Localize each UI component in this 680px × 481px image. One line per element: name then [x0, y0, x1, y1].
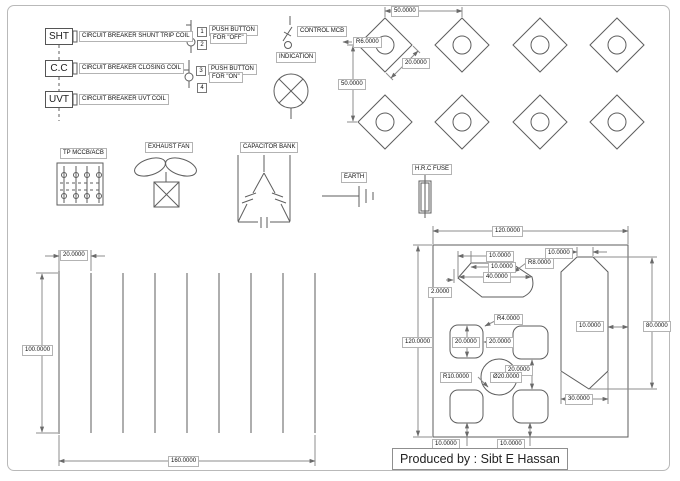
dim-pocket-size: 20.0000 — [452, 337, 480, 348]
earth-symbol — [322, 186, 374, 207]
hexagon-pocket — [457, 262, 534, 298]
uvt-abbr-box: UVT — [45, 91, 73, 108]
push-button-on-symbol — [183, 60, 194, 88]
dim-diamond-pitch-h: 50.0000 — [391, 6, 419, 17]
indication-lamp-symbol — [273, 73, 309, 119]
comb-lines — [58, 271, 316, 434]
terminal-1: 1 — [197, 27, 207, 37]
dim-diamond-side: 20.0000 — [402, 58, 430, 69]
pb-on-label-line2: FOR "ON" — [209, 72, 243, 83]
dim-hex-width: 40.0000 — [483, 272, 511, 283]
earth-label: EARTH — [341, 172, 368, 183]
dim-diamond-radius: R6.0000 — [353, 37, 382, 48]
pb-off-label-line2: FOR "OFF" — [210, 33, 247, 44]
legend-wires — [58, 30, 78, 121]
comb-dimensions — [36, 250, 316, 466]
control-mcb-symbol — [282, 16, 293, 49]
dim-plate-height: 120.0000 — [402, 337, 434, 348]
uvt-desc-label: CIRCUIT BREAKER UVT COIL — [79, 94, 169, 105]
control-mcb-label: CONTROL MCB — [297, 26, 348, 37]
dim-hex-radius: R8.0000 — [525, 258, 554, 269]
sht-desc-label: CIRCUIT BREAKER SHUNT TRIP COIL — [79, 31, 193, 42]
exhaust-fan-symbol — [134, 157, 197, 208]
dim-comb-width: 160.0000 — [168, 456, 200, 467]
tp-mccb-symbol — [56, 162, 104, 206]
dim-hole-radius: R10.0000 — [440, 372, 473, 383]
dim-slot-top: 10.0000 — [545, 248, 573, 259]
sht-abbr-box: SHT — [45, 28, 73, 45]
hrc-fuse-label: H.R.C FUSE — [412, 164, 453, 175]
dim-hole-diameter: Ø20.0000 — [490, 372, 523, 383]
dim-hex-offset: 2.0000 — [428, 287, 453, 298]
dim-hex-seg1: 10.0000 — [486, 251, 514, 262]
exhaust-fan-label: EXHAUST FAN — [145, 142, 193, 153]
terminal-4: 4 — [197, 83, 207, 93]
dim-pocket-gap-h: 20.0000 — [486, 337, 514, 348]
terminal-3: 3 — [196, 66, 206, 76]
dim-comb-spacing: 20.0000 — [60, 250, 88, 261]
diamond-grid — [357, 17, 645, 150]
tp-mccb-label: TP MCCB/ACB — [60, 148, 107, 159]
dim-diamond-pitch-v: 50.0000 — [338, 79, 366, 90]
indication-label: INDICATION — [276, 52, 317, 63]
cc-abbr-box: C.C — [45, 60, 73, 77]
octagon-slot — [560, 256, 609, 390]
dim-slot-height: 80.0000 — [643, 321, 671, 332]
producer-credit: Produced by : Sibt E Hassan — [392, 448, 568, 470]
dim-slot-bottom: 30.0000 — [565, 394, 593, 405]
hrc-fuse-symbol — [418, 175, 432, 218]
terminal-2: 2 — [197, 40, 207, 50]
capacitor-bank-label: CAPACITOR BANK — [240, 142, 299, 153]
sheet-border — [7, 5, 670, 471]
dim-plate-width: 120.0000 — [492, 226, 524, 237]
dim-comb-height: 100.0000 — [22, 345, 54, 356]
capacitor-bank-symbol — [237, 155, 291, 228]
dim-slot-side-gap: 10.0000 — [576, 321, 604, 332]
dim-pocket-radius: R4.0000 — [494, 314, 523, 325]
cc-desc-label: CIRCUIT BREAKER CLOSING COIL — [79, 63, 184, 74]
